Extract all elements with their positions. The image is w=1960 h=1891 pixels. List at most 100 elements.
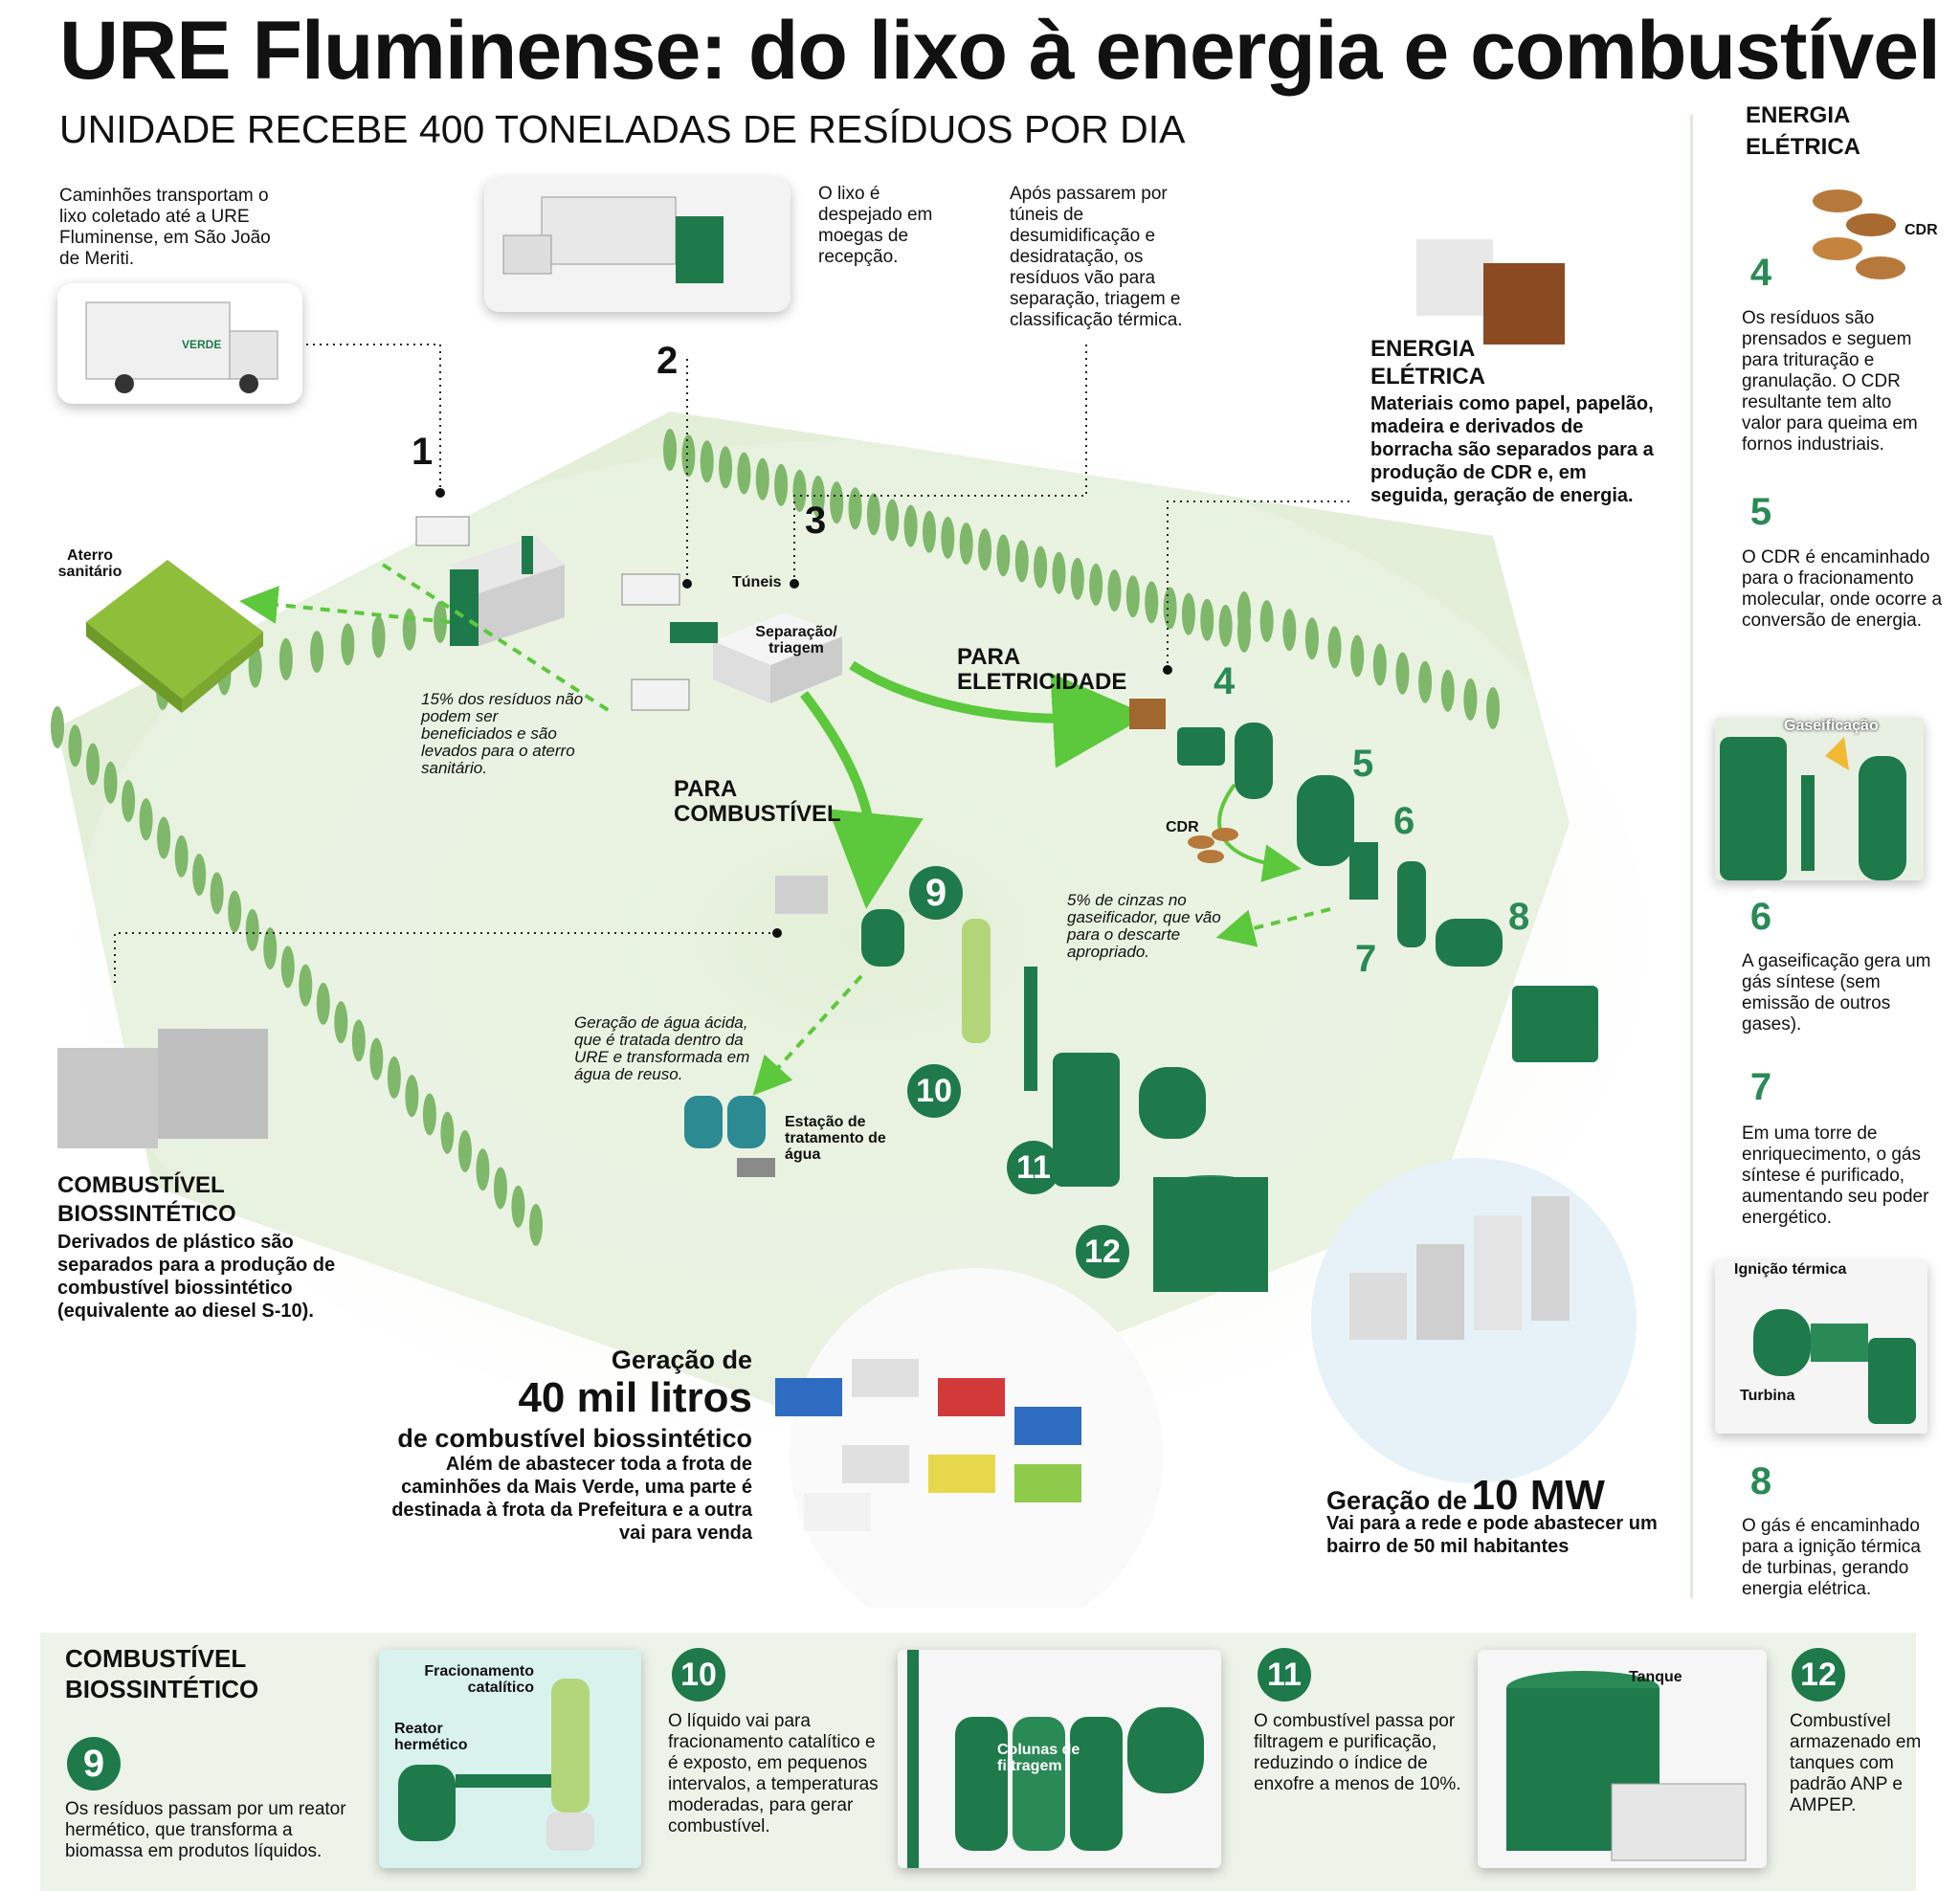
- tree-icon: [848, 487, 862, 530]
- tree-icon: [371, 615, 386, 658]
- landfill-label: Aterro sanitário: [57, 547, 122, 580]
- tree-icon: [830, 481, 844, 524]
- cdr-pellets-icon: [1188, 828, 1238, 863]
- ignition-label: Ignição térmica: [1734, 1261, 1847, 1278]
- bottom-badge-11: 11: [1258, 1648, 1311, 1702]
- arrow-water: [752, 974, 863, 1096]
- tree-icon: [1304, 617, 1319, 660]
- step2-number: 2: [657, 340, 679, 382]
- tree-icon: [1440, 669, 1455, 712]
- page-title: URE Fluminense: do lixo à energia e comb…: [59, 5, 1941, 97]
- tree-icon: [1125, 575, 1140, 618]
- tree-icon: [1418, 660, 1433, 703]
- tree-icon: [1282, 609, 1297, 652]
- tree-icon: [737, 452, 751, 495]
- page-subtitle: UNIDADE RECEBE 400 TONELADAS DE RESÍDUOS…: [59, 107, 1186, 151]
- tree-icon: [103, 761, 118, 804]
- acid-water-note: Geração de água ácida, que é tratada den…: [574, 1013, 750, 1083]
- tree-icon: [263, 927, 278, 970]
- tree-icon: [511, 1185, 525, 1228]
- tree-icon: [866, 493, 880, 536]
- tree-icon: [663, 429, 677, 471]
- tree-icon: [310, 631, 324, 674]
- tree-icon: [228, 890, 242, 933]
- tree-icon: [316, 982, 330, 1025]
- tree-icon: [278, 637, 293, 680]
- tree-icon: [334, 1001, 348, 1044]
- map-badge-6: 6: [1393, 800, 1415, 842]
- arrow-to-electricity: [849, 660, 1148, 768]
- sidebar-badge-5: 5: [1734, 485, 1788, 539]
- bottom-step12-text: Combustível armazenado em tanques com pa…: [1790, 1711, 1922, 1815]
- bottom-step9-text: Os resíduos passam por um reator herméti…: [65, 1799, 346, 1861]
- plant-illustration: [51, 239, 1646, 1531]
- truck-brand-text: VERDE: [182, 338, 221, 351]
- map-badge-5: 5: [1352, 743, 1374, 785]
- leader-dots: [435, 488, 1172, 938]
- sidebar-step5-text: O CDR é encaminhado para o fracionamento…: [1742, 547, 1943, 631]
- tree-icon: [493, 1167, 507, 1210]
- map-badge-11: 11: [1007, 1141, 1060, 1194]
- gasification-card: Gaseificação: [1715, 718, 1924, 880]
- landfill-note: 15% dos resíduos não podem ser beneficia…: [421, 690, 584, 777]
- arrow-to-fuel: [800, 690, 924, 909]
- tree-icon: [1107, 569, 1122, 612]
- sidebar-cdr-label: CDR: [1904, 222, 1938, 238]
- map-badge-12: 12: [1076, 1225, 1129, 1279]
- bottom-badge-10: 10: [672, 1648, 725, 1702]
- power-output-heading: Geração de 10 MW: [1326, 1472, 1605, 1520]
- tree-icon: [922, 510, 936, 553]
- turbine-card: Ignição térmica Turbina: [1715, 1261, 1927, 1434]
- tree-icon: [476, 1148, 490, 1191]
- tree-icon: [457, 1129, 472, 1172]
- sidebar-badge-7: 7: [1734, 1060, 1788, 1114]
- tree-icon: [1372, 643, 1387, 686]
- tree-icon: [700, 440, 714, 483]
- tree-icon: [174, 834, 189, 878]
- tree-icon: [1070, 557, 1084, 600]
- map-badge-7: 7: [1355, 938, 1377, 980]
- tree-icon: [387, 1056, 401, 1099]
- sidebar-title-2: ELÉTRICA: [1746, 134, 1860, 160]
- sidebar-step8-text: O gás é encaminhado para a ignição térmi…: [1742, 1516, 1921, 1599]
- tree-icon: [1014, 540, 1029, 583]
- tree-icon: [681, 434, 696, 478]
- sidebar-badge-4: 4: [1734, 246, 1788, 300]
- tank-card: Tanque: [1478, 1650, 1767, 1868]
- sidebar-step4-text: Os resíduos são prensados e seguem para …: [1742, 308, 1918, 455]
- to-fuel-label: PARA COMBUSTÍVEL: [674, 776, 841, 827]
- plastic-bales-icon: [57, 1029, 268, 1148]
- tree-icon: [369, 1037, 384, 1080]
- tunnels-label: Túneis: [732, 574, 782, 590]
- filtration-label: Colunas de filtragem: [997, 1742, 1080, 1774]
- bottom-badge-12: 12: [1792, 1648, 1845, 1702]
- reactor-card: Fracionamento catalítico Reator hermétic…: [379, 1650, 641, 1868]
- gasifier-icon: [1720, 737, 1906, 880]
- water-treatment-icon: [684, 1096, 775, 1177]
- tree-icon: [903, 504, 918, 547]
- step2-image-card: [484, 178, 791, 312]
- tree-icon: [1145, 581, 1159, 624]
- separation-building-icon: [670, 612, 842, 703]
- arrow-to-landfill-2: [381, 563, 614, 715]
- arrow-to-landfill: [239, 586, 451, 624]
- fuel-equipment: [775, 876, 1268, 1292]
- tree-icon: [941, 516, 955, 559]
- map-badge-10: 10: [907, 1064, 961, 1118]
- city-skyline-icon: [1349, 1196, 1570, 1340]
- tank-label: Tanque: [1629, 1669, 1682, 1685]
- tree-icon: [402, 608, 416, 651]
- tree-icon: [422, 1093, 436, 1136]
- step2-text: O lixo é despejado em moegas de recepção…: [818, 184, 933, 267]
- tree-icon: [405, 1075, 419, 1118]
- tree-icon: [280, 946, 295, 989]
- step1-truck-card: VERDE: [57, 283, 302, 404]
- tree-icon: [351, 1019, 366, 1062]
- map-badge-9: 9: [909, 866, 963, 920]
- fuel-block-text: Derivados de plástico são separados para…: [57, 1232, 336, 1322]
- tree-rows: [51, 429, 1500, 1246]
- step3-text: Após passarem por túneis de desumidifica…: [1010, 184, 1183, 330]
- fuel-output-line3: de combustível biossintético: [397, 1424, 752, 1453]
- tree-icon: [1486, 687, 1500, 729]
- tree-icon: [1163, 587, 1177, 630]
